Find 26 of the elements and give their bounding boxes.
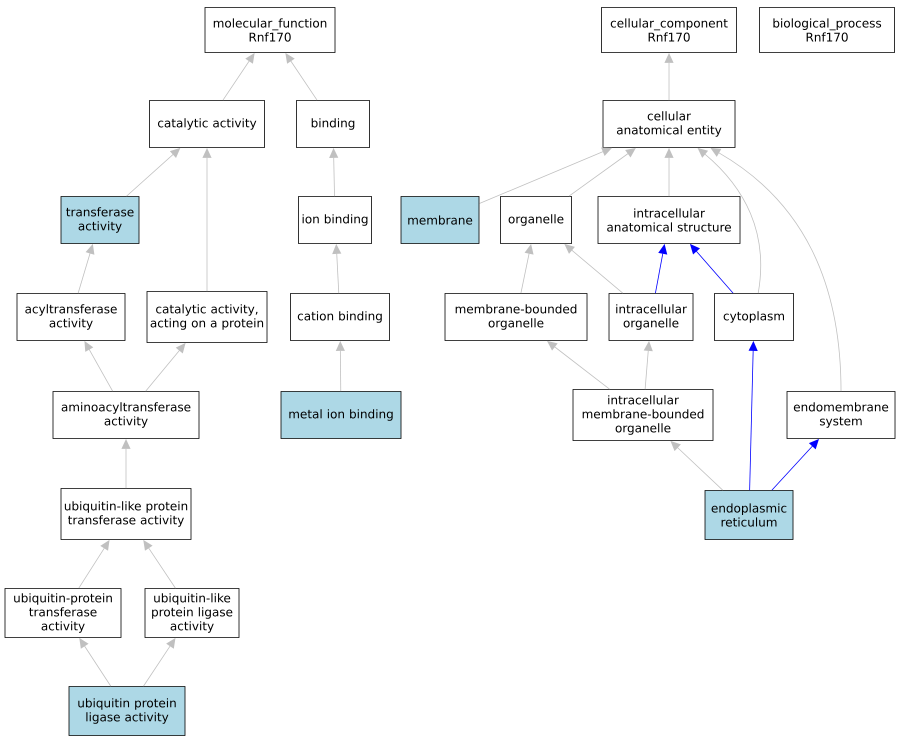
term-box: transferase activity (60, 196, 140, 244)
term-box: acyltransferase activity (16, 293, 126, 341)
term-box: membrane-bounded organelle (444, 293, 588, 341)
term-box: intracellular anatomical structure (598, 196, 740, 244)
term-box: intracellular membrane-bounded organelle (572, 389, 714, 441)
term-box: ubiquitin protein ligase activity (68, 686, 186, 736)
term-box: ubiquitin-like protein ligase activity (144, 588, 240, 638)
term-box: ubiquitin-protein transferase activity (4, 588, 122, 638)
term-box: cellular anatomical entity (602, 100, 736, 148)
term-box: ubiquitin-like protein transferase activity (60, 488, 192, 540)
term-box: cytoplasm (714, 293, 794, 341)
term-box: ion binding (298, 196, 372, 244)
term-box: aminoacyltransferase activity (52, 391, 200, 439)
term-box: endoplasmic reticulum (704, 490, 794, 540)
term-box: catalytic activity, acting on a protein (146, 291, 268, 343)
term-box: organelle (500, 196, 572, 244)
term-box: cellular_component Rnf170 (601, 7, 737, 53)
term-box: cation binding (290, 293, 390, 341)
term-box: catalytic activity (149, 100, 265, 148)
term-box: endomembrane system (786, 391, 896, 439)
term-box: membrane (400, 196, 480, 244)
term-box: molecular_function Rnf170 (204, 7, 336, 53)
term-box: binding (296, 100, 370, 148)
term-box: metal ion binding (280, 391, 402, 439)
term-box: biological_process Rnf170 (759, 7, 895, 53)
term-box: intracellular organelle (608, 293, 694, 341)
